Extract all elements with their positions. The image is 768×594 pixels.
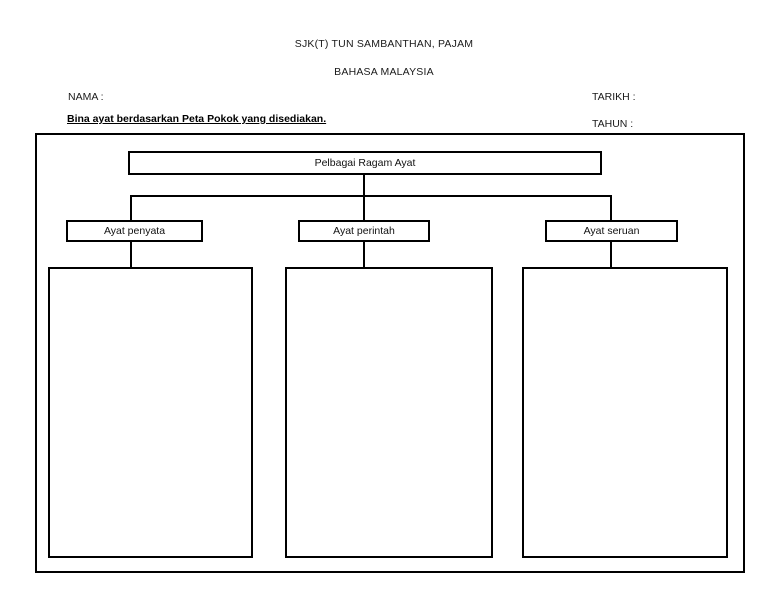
answer-box-3[interactable] xyxy=(522,267,728,558)
nama-field-label: NAMA : xyxy=(68,91,104,103)
tree-branch-label-2: Ayat perintah xyxy=(333,225,395,237)
school-name: SJK(T) TUN SAMBANTHAN, PAJAM xyxy=(294,38,474,50)
tree-branch-node-3: Ayat seruan xyxy=(545,220,678,242)
tree-branch-label-3: Ayat seruan xyxy=(583,225,640,237)
connector-answer-1 xyxy=(130,242,132,268)
subject-title: BAHASA MALAYSIA xyxy=(334,66,434,78)
tahun-field-label: TAHUN : xyxy=(592,118,634,130)
tree-branch-node-2: Ayat perintah xyxy=(298,220,430,242)
connector-root-stem xyxy=(363,175,365,220)
tree-branch-label-1: Ayat penyata xyxy=(103,225,166,237)
connector-answer-2 xyxy=(363,242,365,268)
connector-answer-3 xyxy=(610,242,612,268)
instruction-text: Bina ayat berdasarkan Peta Pokok yang di… xyxy=(67,113,327,125)
connector-sibling-bar xyxy=(130,195,612,197)
worksheet-frame xyxy=(35,133,745,573)
connector-branch-left xyxy=(130,195,132,220)
tarikh-field-label: TARIKH : xyxy=(592,91,636,103)
answer-box-2[interactable] xyxy=(285,267,493,558)
tree-root-node: Pelbagai Ragam Ayat xyxy=(128,151,602,175)
connector-branch-right xyxy=(610,195,612,220)
answer-box-1[interactable] xyxy=(48,267,253,558)
tree-branch-node-1: Ayat penyata xyxy=(66,220,203,242)
tree-root-label: Pelbagai Ragam Ayat xyxy=(314,157,416,169)
